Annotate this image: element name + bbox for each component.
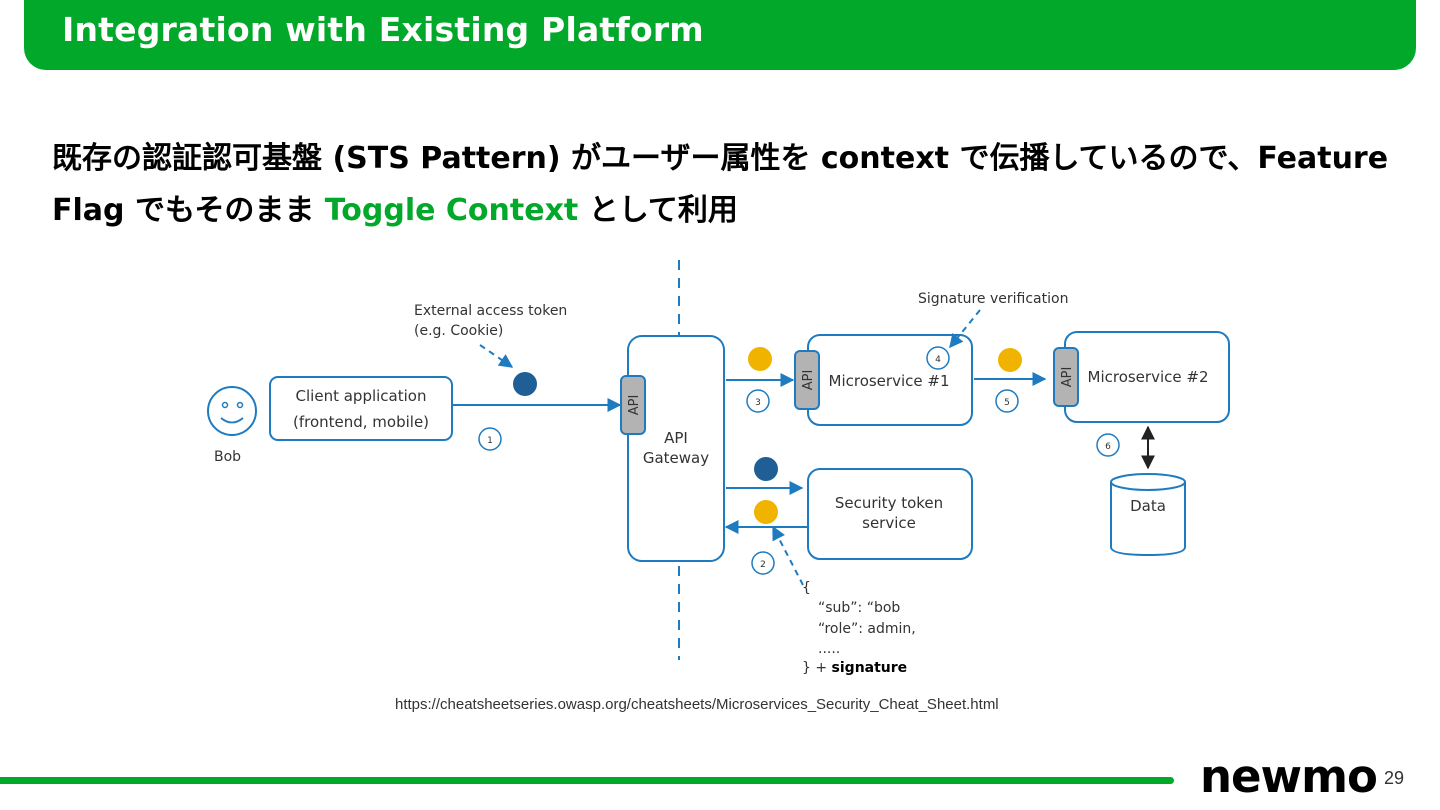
client-app-label-1: Client application — [296, 387, 427, 405]
step-5-number: 5 — [1004, 398, 1010, 408]
user-smiley-icon — [207, 386, 257, 436]
data-store-label: Data — [1130, 497, 1166, 515]
step-6-number: 6 — [1105, 442, 1111, 452]
payload-close-brace: } + — [802, 660, 832, 676]
internal-token-dot-2 — [998, 348, 1022, 372]
newmo-logo: newmo — [1200, 750, 1378, 803]
ms2-api-tab — [1053, 347, 1079, 407]
step-3-badge — [746, 389, 770, 413]
signature-verification-label: Signature verification — [918, 291, 1068, 307]
step-5-badge — [995, 389, 1019, 413]
payload-dots: ..... — [818, 641, 840, 657]
client-app-label-2: (frontend, mobile) — [293, 413, 429, 431]
header-bar — [24, 0, 1416, 70]
step-3-number: 3 — [755, 398, 761, 408]
step-4-number: 4 — [935, 355, 941, 365]
step-2-number: 2 — [760, 560, 766, 570]
slide-title: Integration with Existing Platform — [62, 10, 704, 49]
payload-role: “role”: admin, — [818, 621, 916, 637]
headline-text-2: として利用 — [578, 193, 738, 228]
external-token-label-1: External access token — [414, 303, 567, 319]
headline-highlight: Toggle Context — [324, 193, 579, 228]
sts-architecture-diagram: Bob Client application (frontend, mobile… — [207, 260, 1230, 676]
payload-open: { — [802, 580, 811, 596]
payload-signature: signature — [832, 660, 908, 676]
step-6-badge — [1096, 433, 1120, 457]
sts-label-1: Security token — [835, 494, 943, 512]
ms1-api-tab-label: API — [801, 370, 816, 391]
gateway-label-2: Gateway — [643, 449, 709, 467]
api-gateway-box — [627, 335, 725, 562]
user-label: Bob — [214, 449, 241, 465]
sts-label-2: service — [862, 514, 916, 532]
step-1-badge — [478, 427, 502, 451]
microservice-2-label: Microservice #2 — [1088, 368, 1209, 386]
gateway-label-1: API — [664, 429, 688, 447]
token-payload-pointer — [772, 525, 804, 586]
external-token-label-2: (e.g. Cookie) — [414, 323, 503, 339]
external-token-dot-sts — [754, 457, 778, 481]
footer-bar — [0, 777, 1174, 784]
gateway-api-tab — [620, 375, 646, 435]
source-link[interactable]: https://cheatsheetseries.owasp.org/cheat… — [395, 696, 999, 713]
microservice-1-label: Microservice #1 — [829, 372, 950, 390]
page-number: 29 — [1384, 768, 1405, 788]
internal-token-dot-1 — [748, 347, 772, 371]
internal-token-dot-sts — [754, 500, 778, 524]
signature-verification-pointer — [949, 309, 981, 349]
step-4-badge — [926, 346, 950, 370]
step-2-badge — [751, 551, 775, 575]
step-1-number: 1 — [487, 436, 493, 446]
payload-close: } + signature — [802, 660, 907, 676]
external-token-pointer — [479, 344, 514, 368]
data-store-cylinder — [1110, 473, 1186, 557]
security-token-service-box — [807, 468, 973, 560]
external-token-dot — [513, 372, 537, 396]
headline-text-1: 既存の認証認可基盤 (STS Pattern) がユーザー属性を context… — [52, 141, 1389, 228]
ms1-api-tab — [794, 350, 820, 410]
client-app-box — [269, 376, 453, 441]
gateway-api-tab-label: API — [627, 395, 642, 416]
headline: 既存の認証認可基盤 (STS Pattern) がユーザー属性を context… — [52, 133, 1392, 237]
payload-sub: “sub”: “bob — [818, 600, 900, 616]
ms2-api-tab-label: API — [1060, 367, 1075, 388]
